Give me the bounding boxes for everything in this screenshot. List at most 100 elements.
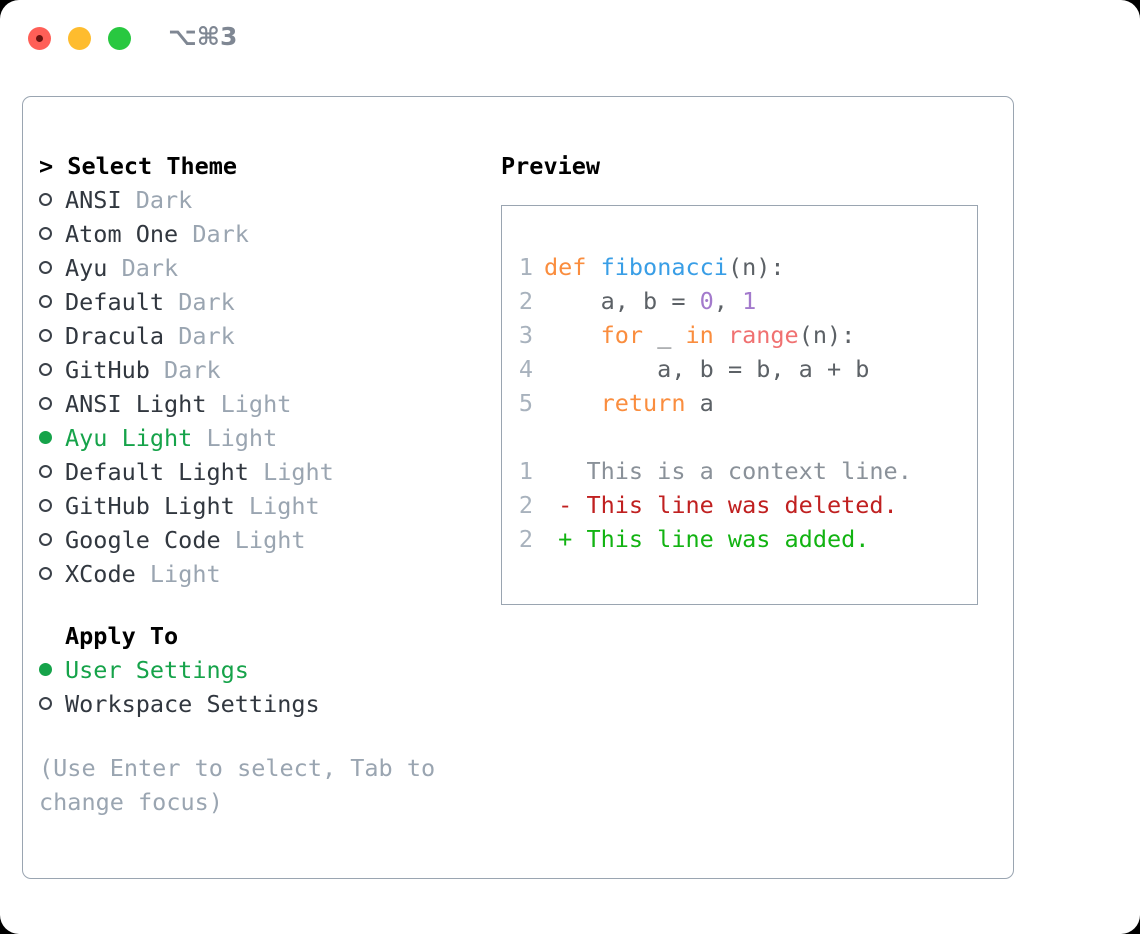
code-token: = (727, 355, 757, 383)
radio-selected-icon (39, 653, 65, 687)
diff-line: 1 This is a context line. (502, 454, 977, 488)
diff-text: This line was deleted. (572, 491, 898, 519)
apply-to-item[interactable]: User Settings (39, 653, 469, 687)
code-token: (n): (727, 253, 785, 281)
apply-to-header-label: Apply To (65, 622, 179, 650)
theme-list-item[interactable]: Dracula Dark (39, 319, 469, 353)
theme-category: Dark (149, 356, 221, 384)
radio-unselected-icon (39, 285, 65, 319)
apply-to-label: Workspace Settings (65, 690, 320, 718)
theme-category: Dark (121, 186, 193, 214)
radio-unselected-icon (39, 353, 65, 387)
code-line: 2 a, b = 0, 1 (502, 284, 977, 318)
theme-list-item[interactable]: Google Code Light (39, 523, 469, 557)
theme-list-item[interactable]: XCode Light (39, 557, 469, 591)
maximize-button[interactable] (108, 27, 131, 50)
preview-title: Preview (501, 152, 601, 180)
theme-category: Light (220, 526, 306, 554)
code-token: for (600, 321, 644, 349)
radio-unselected-icon (39, 183, 65, 217)
apply-to-header: Apply To (39, 619, 469, 653)
radio-unselected-icon (39, 217, 65, 251)
code-diff-separator (502, 420, 977, 454)
code-line: 3 for _ in range(n): (502, 318, 977, 352)
theme-list-item[interactable]: Ayu Dark (39, 251, 469, 285)
code-token: _ (643, 321, 686, 349)
theme-name: Default (65, 288, 165, 316)
theme-list-item[interactable]: Default Light Light (39, 455, 469, 489)
radio-unselected-icon (39, 387, 65, 421)
theme-name: Ayu Light (65, 424, 193, 452)
apply-to-item[interactable]: Workspace Settings (39, 687, 469, 721)
code-token: = (671, 287, 700, 315)
theme-name: GitHub (65, 356, 150, 384)
theme-category: Light (192, 424, 278, 452)
line-number: 1 (518, 457, 533, 485)
theme-list-item[interactable]: GitHub Light Light (39, 489, 469, 523)
code-token: b (855, 355, 870, 383)
theme-name: GitHub Light (65, 492, 235, 520)
code-token: a, b (544, 355, 728, 383)
radio-bullet (39, 261, 52, 274)
diff-line: 2 + This line was added. (502, 522, 977, 556)
theme-category: Dark (178, 220, 249, 248)
apply-to-label: User Settings (65, 656, 249, 684)
line-number: 4 (518, 355, 533, 383)
close-icon (36, 35, 43, 42)
theme-category: Dark (107, 254, 179, 282)
radio-bullet (39, 567, 52, 580)
code-token: (n): (798, 321, 856, 349)
radio-bullet (39, 329, 52, 342)
radio-bullet (39, 193, 52, 206)
theme-list-item[interactable]: ANSI Light Light (39, 387, 469, 421)
code-line: 4 a, b = b, a + b (502, 352, 977, 386)
theme-picker-header: > Select Theme (39, 149, 469, 183)
theme-list-item[interactable]: Atom One Dark (39, 217, 469, 251)
theme-category: Light (248, 458, 334, 486)
radio-selected-icon (39, 421, 65, 455)
theme-name: Ayu (65, 254, 108, 282)
theme-list-item[interactable]: Default Dark (39, 285, 469, 319)
radio-bullet (39, 227, 52, 240)
code-token: , (713, 287, 743, 315)
diff-line: 2 - This line was deleted. (502, 488, 977, 522)
theme-picker-header-label: Select Theme (67, 152, 238, 180)
code-token: return (600, 389, 686, 417)
code-token: a (685, 389, 714, 417)
diff-sample: 1 This is a context line.2 - This line w… (502, 454, 977, 556)
code-token (544, 321, 601, 349)
radio-bullet (39, 533, 52, 546)
code-token: 0 (699, 287, 714, 315)
radio-bullet (39, 465, 52, 478)
theme-name: Google Code (65, 526, 221, 554)
theme-category: Dark (164, 322, 235, 350)
radio-bullet (39, 397, 52, 410)
diff-marker: - (544, 491, 573, 519)
theme-list-item[interactable]: ANSI Dark (39, 183, 469, 217)
radio-bullet (39, 363, 52, 376)
code-token: a, b (544, 287, 672, 315)
minimize-button[interactable] (68, 27, 91, 50)
code-token: in (685, 321, 714, 349)
theme-picker-header-prefix: > (39, 152, 68, 180)
line-number: 2 (518, 287, 533, 315)
radio-bullet (39, 663, 52, 676)
keyboard-hint: (Use Enter to select, Tab to change focu… (39, 754, 436, 816)
close-button[interactable] (28, 27, 51, 50)
radio-unselected-icon (39, 523, 65, 557)
theme-name: Dracula (65, 322, 165, 350)
title-bar: ⌥⌘3 (0, 0, 1140, 78)
theme-list-item[interactable]: GitHub Dark (39, 353, 469, 387)
radio-unselected-icon (39, 489, 65, 523)
code-line: 5 return a (502, 386, 977, 420)
diff-text: This is a context line. (572, 457, 912, 485)
code-token: b, a (756, 355, 827, 383)
diff-text: This line was added. (572, 525, 870, 553)
theme-list-item[interactable]: Ayu Light Light (39, 421, 469, 455)
radio-bullet (39, 295, 52, 308)
line-number: 2 (518, 491, 533, 519)
